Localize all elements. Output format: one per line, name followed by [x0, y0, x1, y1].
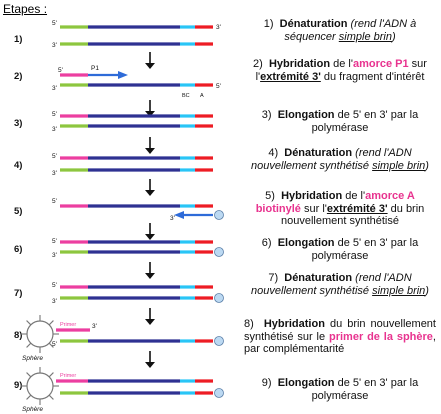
- s2-5p-primer: 5': [58, 67, 63, 74]
- step-number-4: 4): [14, 160, 22, 171]
- step8-sphere-circle: [26, 320, 54, 348]
- s2-5p: 5': [216, 83, 221, 90]
- step9-sphere-spike: [26, 372, 32, 378]
- step-number-5: 5): [14, 206, 22, 217]
- s1-3p-bottom: 3': [52, 42, 57, 49]
- s6-5p: 5': [52, 238, 57, 245]
- step2-primer-arrowhead: [118, 71, 128, 79]
- step8-sphere-spike: [26, 342, 32, 348]
- step-number-8: 8): [14, 330, 22, 341]
- s2-3p: 3': [52, 85, 57, 92]
- step9-label-sphere: Sphère: [22, 406, 43, 413]
- step8-label-sphere: Sphère: [22, 355, 43, 362]
- step5-primer-arrowhead: [174, 211, 184, 219]
- step2-label-a: A: [200, 93, 204, 99]
- s7-3p: 3': [52, 298, 57, 305]
- step8-sphere-spike: [48, 342, 54, 348]
- s4-3p: 3': [52, 170, 57, 177]
- s8-5p: 5': [52, 341, 57, 348]
- arrow-5-6-head: [145, 234, 155, 240]
- step7-biotin-bead: [214, 293, 224, 303]
- s6-3p: 3': [52, 252, 57, 259]
- step6-biotin-bead: [214, 247, 224, 257]
- step9-biotin-bead: [214, 388, 224, 398]
- arrow-8-9-head: [145, 362, 155, 368]
- s4-5p: 5': [52, 153, 57, 160]
- step-number-2: 2): [14, 71, 22, 82]
- step8-sphere-spike: [26, 320, 32, 326]
- step-number-1: 1): [14, 34, 22, 45]
- step-4-text: 4) Dénaturation (rend l'ADN nouvellement…: [251, 147, 429, 172]
- s1-5p-top: 5': [52, 20, 57, 27]
- step8-label-primer: Primer: [60, 322, 76, 328]
- step-number-7: 7): [14, 288, 22, 299]
- step-3-text: 3) Elongation de 5' en 3' par la polymér…: [261, 109, 419, 134]
- step2-label-p1: P1: [91, 65, 99, 72]
- diagram: 1) 5' 3' 3' 2) 5' P1 3' BC A 5' 3) 5' 3' 4) 5' 3' 5) 5' 3' 6…: [14, 20, 224, 413]
- step-number-3: 3): [14, 118, 22, 129]
- step-6-text: 6) Elongation de 5' en 3' par la polymér…: [261, 237, 419, 262]
- step9-sphere-spike: [26, 394, 32, 400]
- step-7-text: 7) Dénaturation (rend l'ADN nouvellement…: [251, 272, 429, 297]
- step9-label-primer: Primer: [60, 373, 76, 379]
- step-9-text: 9) Elongation de 5' en 3' par la polymér…: [261, 377, 419, 402]
- step-2-text: 2) Hybridation de l'amorce P1 sur l'extr…: [253, 58, 427, 83]
- s1-3p-top: 3': [216, 24, 221, 31]
- step2-label-bc: BC: [182, 93, 190, 99]
- s3-5p: 5': [52, 111, 57, 118]
- step-1-text: 1) Dénaturation (rend l'ADN à séquencer …: [263, 18, 417, 43]
- s5-5p: 5': [52, 198, 57, 205]
- step9-sphere-circle: [26, 372, 54, 400]
- s5-3p: 3': [170, 215, 175, 222]
- arrow-2-3-head: [145, 111, 155, 117]
- step8-sphere-spike: [48, 320, 54, 326]
- step5-biotin-bead: [214, 210, 224, 220]
- step9-sphere-spike: [48, 394, 54, 400]
- arrow-3-4-head: [145, 148, 155, 154]
- s7-5p: 5': [52, 282, 57, 289]
- step8-biotin-bead: [214, 336, 224, 346]
- step-number-6: 6): [14, 244, 22, 255]
- arrow-1-2-head: [145, 63, 155, 69]
- step-5-text: 5) Hybridation de l'amorce A biotinylé s…: [255, 190, 425, 227]
- page-title: Etapes :: [3, 2, 48, 16]
- step-number-9: 9): [14, 380, 22, 391]
- step9-sphere-spike: [48, 372, 54, 378]
- arrow-6-7-head: [145, 273, 155, 279]
- arrow-4-5-head: [145, 190, 155, 196]
- s3-3p: 3': [52, 126, 57, 133]
- step-8-text: 8) Hybridation du brin nouvellement synt…: [244, 318, 436, 355]
- arrow-7-8-head: [145, 319, 155, 325]
- s8-3p: 3': [92, 323, 97, 330]
